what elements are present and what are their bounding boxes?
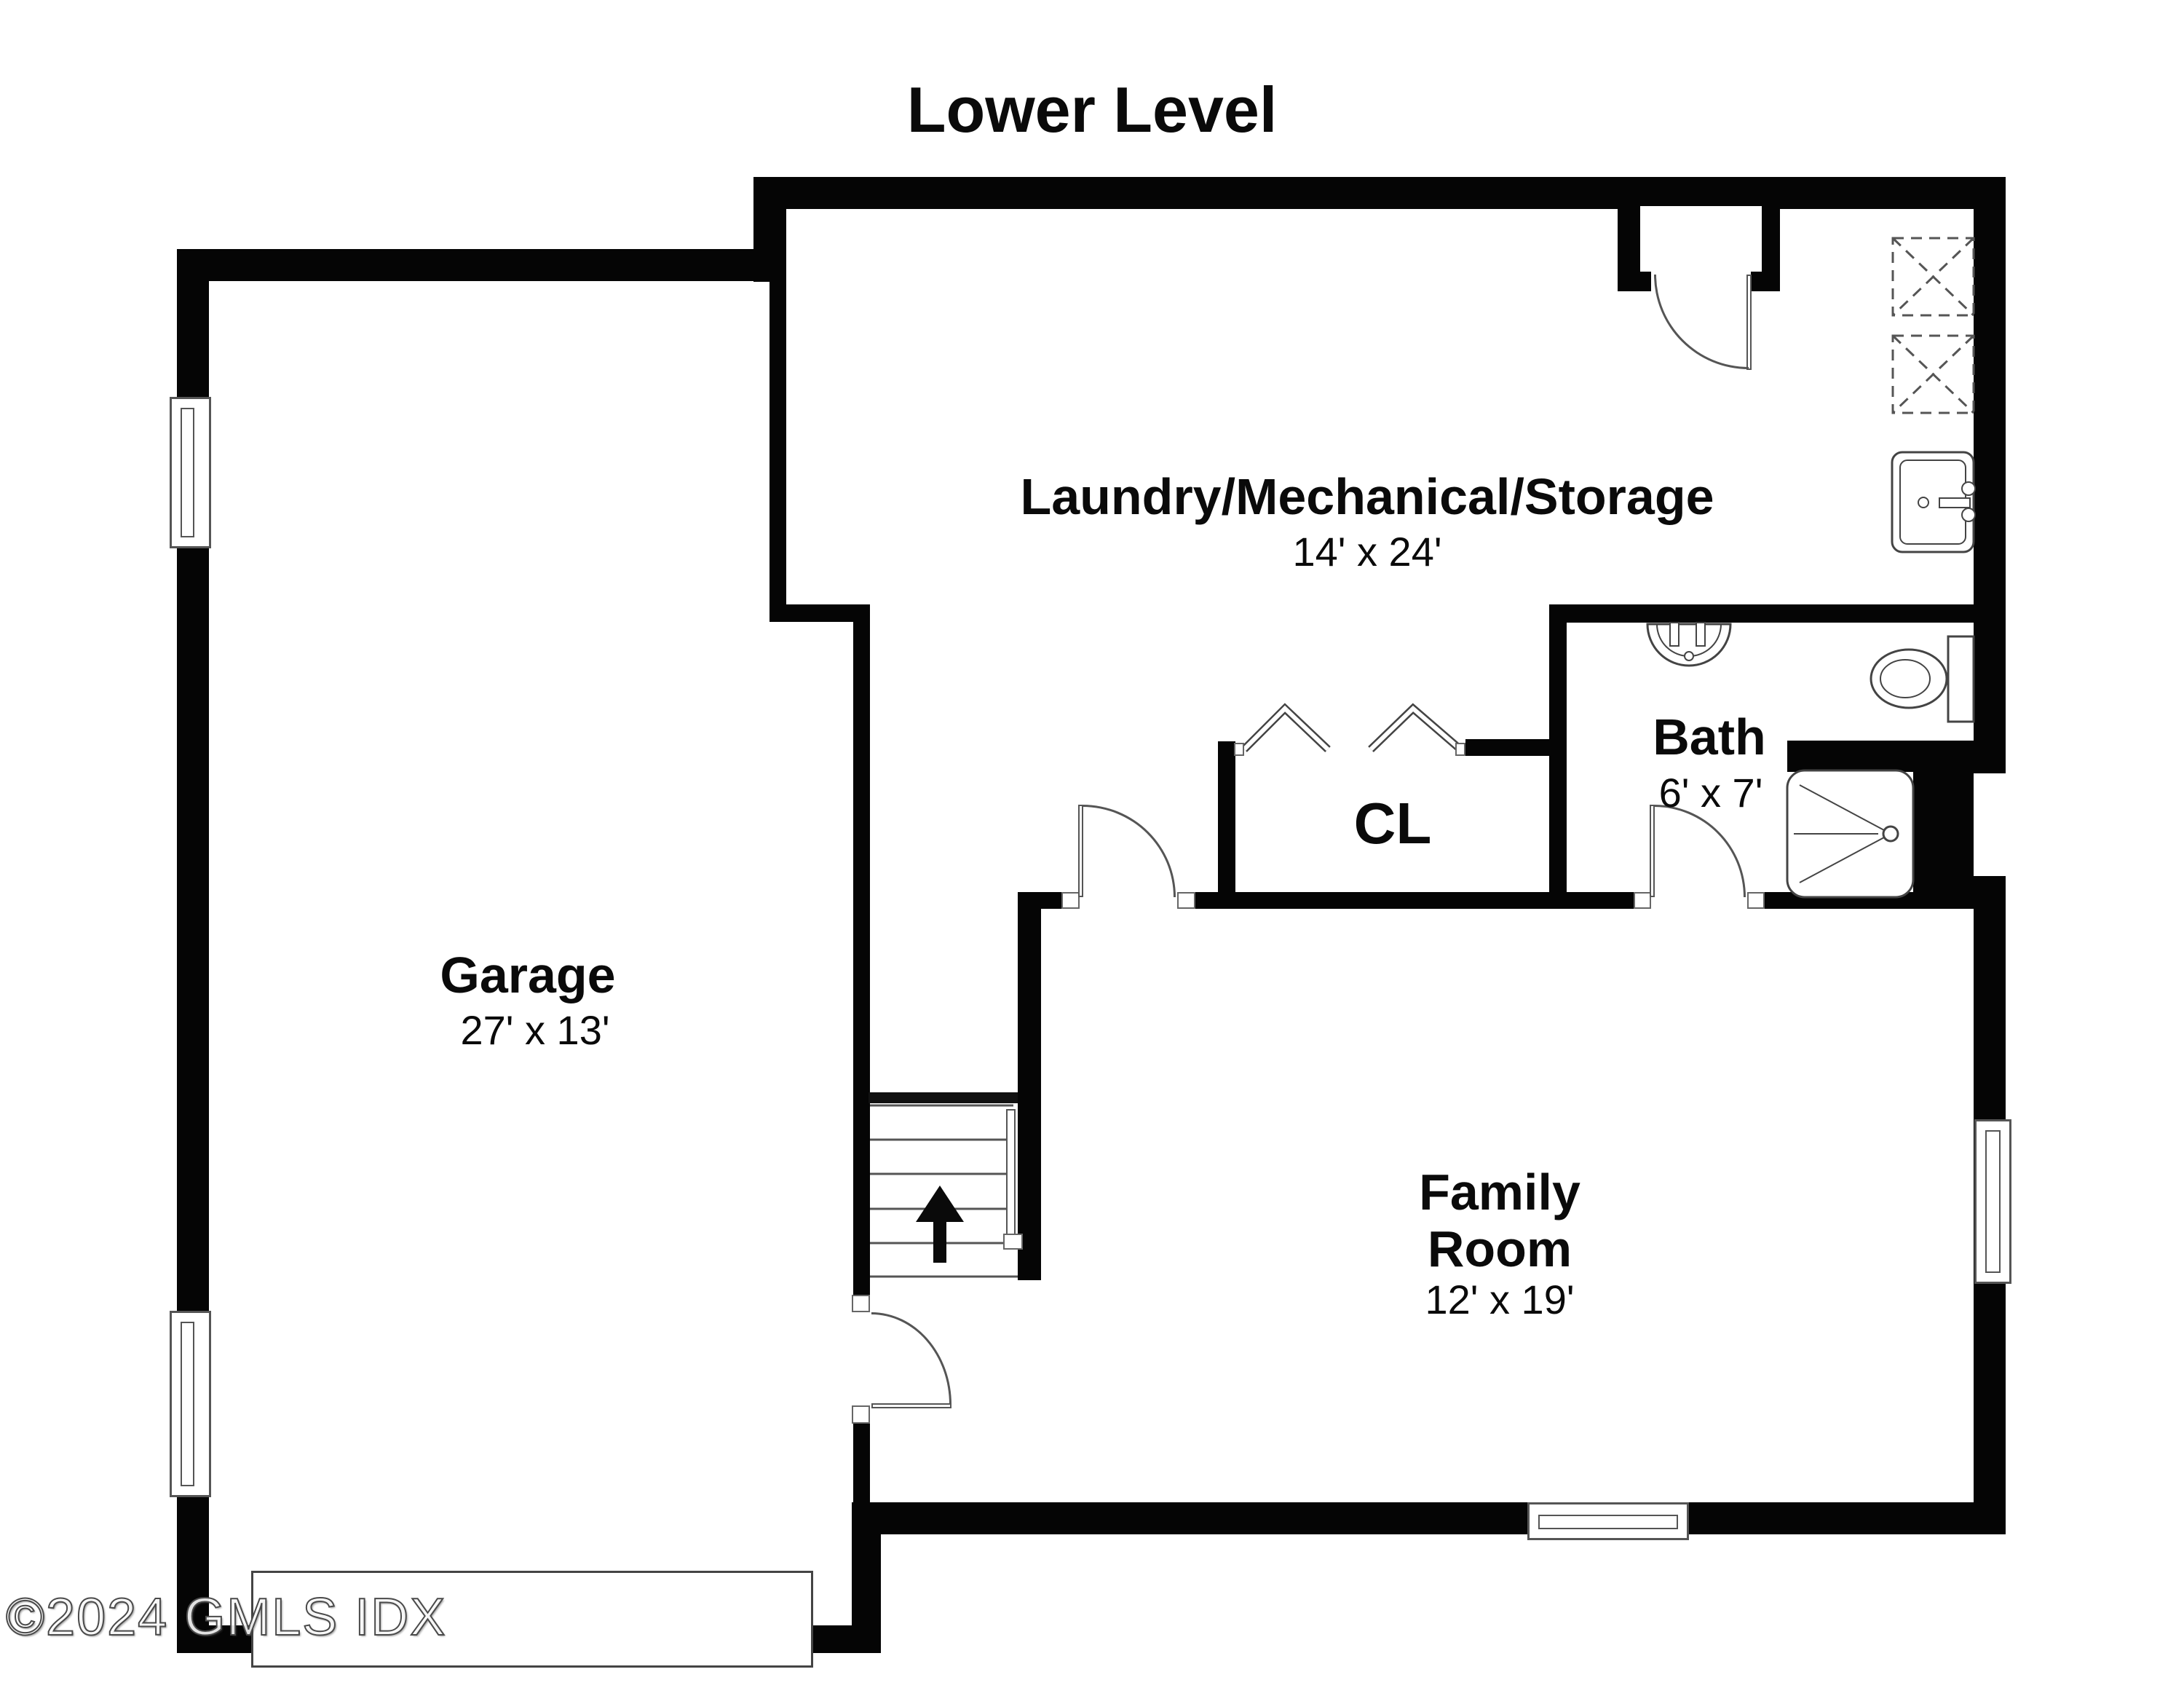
bath-door-jamb-left — [1634, 892, 1651, 909]
wall-entry-stub-right — [1762, 206, 1780, 291]
closet-jamb-right — [1455, 743, 1465, 756]
wall-below-garage-door — [853, 1424, 870, 1502]
wall-stairs-top-edge — [869, 1092, 1018, 1103]
familyroom-label-line2: Room — [1427, 1220, 1572, 1277]
wall-hall-bottom-b — [1195, 892, 1634, 909]
familyroom-label-line1: Family — [1419, 1164, 1580, 1220]
watermark: ©2024 GMLS IDX — [5, 1588, 447, 1647]
wall-stairs-left — [853, 604, 870, 1295]
wall-entry-notch-left — [1640, 272, 1651, 291]
garage-window-upper-pane — [181, 408, 194, 537]
wall-bath-top — [1567, 604, 2006, 623]
stairs-up-arrow-icon — [916, 1186, 964, 1263]
entry-alcove — [1640, 206, 1762, 272]
wall-entry-stub-left — [1618, 206, 1640, 291]
page-title: Lower Level — [906, 74, 1278, 146]
familyroom-window-bottom-pane — [1538, 1515, 1678, 1529]
wall-right-inset — [1945, 772, 1974, 907]
pedestal-sink-icon — [1646, 622, 1732, 667]
wall-shower-top — [1787, 741, 2006, 772]
bath-room-dims: 6' x 7' — [1658, 770, 1763, 816]
wall-closet-left — [1218, 741, 1235, 909]
bifold-door-icon — [1241, 703, 1463, 753]
wall-garage-laundry — [769, 282, 786, 604]
garage-door-jamb-bottom — [852, 1405, 870, 1424]
wall-familyroom-bottom — [852, 1502, 2006, 1534]
wall-connector-vertical — [852, 1502, 881, 1652]
familyroom-dims: 12' x 19' — [1425, 1277, 1575, 1322]
garage-overhead-door — [251, 1571, 813, 1668]
garage-room-dims: 27' x 13' — [460, 1007, 610, 1053]
garage-door-jamb-top — [852, 1295, 870, 1312]
laundry-room-dims: 14' x 24' — [1292, 529, 1442, 575]
washer-dryer-icon — [1891, 237, 1975, 414]
laundry-room-label: Laundry/Mechanical/Storage — [1020, 468, 1714, 525]
familyroom-window-right-pane — [1985, 1130, 2001, 1273]
familyroom-door-jamb-left — [1061, 892, 1080, 909]
wall-garage-laundry-upper — [753, 177, 786, 282]
laundry-sink-icon — [1891, 451, 1976, 553]
wall-top-garage — [177, 249, 786, 281]
shower-icon — [1786, 769, 1915, 899]
wall-entry-notch-right — [1751, 272, 1762, 291]
bath-room-label: Bath — [1653, 709, 1766, 765]
wall-top-main — [753, 177, 2006, 209]
closet-jamb-left — [1234, 743, 1244, 756]
stair-newel-post — [1003, 1234, 1023, 1250]
stair-handrail — [1006, 1109, 1016, 1237]
wall-right-upper — [1974, 177, 2006, 773]
closet-label: CL — [1353, 791, 1432, 856]
wall-stairs-right — [1018, 892, 1041, 1280]
garage-window-lower-pane — [181, 1322, 194, 1486]
wall-closet-top — [1465, 739, 1549, 756]
wall-bath-left — [1549, 604, 1567, 909]
wall-shower-right — [1913, 772, 1945, 909]
garage-room-label: Garage — [440, 947, 616, 1003]
familyroom-door-jamb-right — [1177, 892, 1195, 909]
bath-door-jamb-right — [1747, 892, 1765, 909]
toilet-icon — [1870, 635, 1975, 723]
